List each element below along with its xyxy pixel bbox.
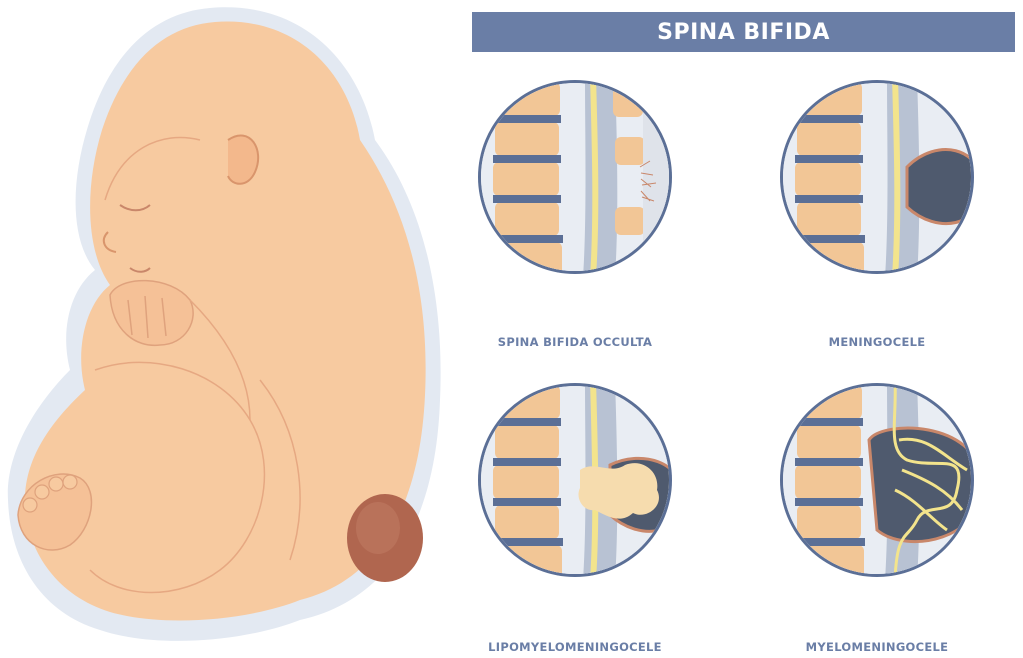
ear-icon: [228, 135, 258, 183]
fetus-illustration: [0, 0, 460, 658]
panel-myelomeningocele: [777, 380, 977, 580]
panel-spina-bifida-occulta: [475, 77, 675, 277]
label-myelomeningocele: MYELOMENINGOCELE: [757, 640, 997, 654]
panel-meningocele: [777, 77, 977, 277]
panel-lipomyelomeningocele: [475, 380, 675, 580]
label-spina-bifida-occulta: SPINA BIFIDA OCCULTA: [455, 335, 695, 349]
label-lipomyelomeningocele: LIPOMYELOMENINGOCELE: [455, 640, 695, 654]
page-title: SPINA BIFIDA: [472, 12, 1015, 52]
label-meningocele: MENINGOCELE: [757, 335, 997, 349]
